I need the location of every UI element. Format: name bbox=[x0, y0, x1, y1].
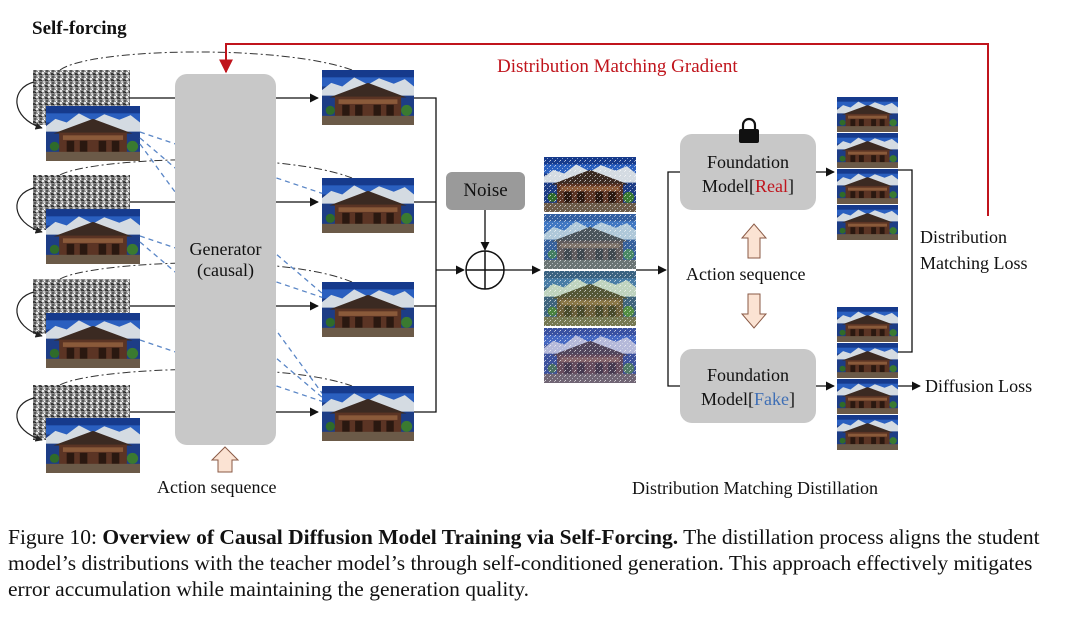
foundation-real-prefix: Model[ bbox=[702, 176, 755, 196]
dm-loss-line1: Distribution bbox=[920, 227, 1008, 247]
diffusion-loss-label: Diffusion Loss bbox=[925, 376, 1033, 396]
foundation-real-line1: Foundation bbox=[706, 152, 789, 172]
image-frame bbox=[46, 209, 140, 264]
diagram bbox=[16, 43, 989, 520]
generated-frame bbox=[322, 178, 414, 233]
generator-label: Generator (causal) bbox=[175, 239, 276, 281]
foundation-real-label: Foundation Model[Real] bbox=[680, 150, 816, 198]
foundation-fake-label: Foundation Model[Fake] bbox=[680, 363, 816, 411]
generator-label-line2: (causal) bbox=[197, 260, 254, 280]
fake-output-frames bbox=[837, 307, 898, 450]
double-arrow-icon bbox=[740, 223, 768, 259]
action-sequence-left: Action sequence bbox=[157, 477, 277, 497]
image-frame bbox=[46, 418, 140, 473]
foundation-fake-line1: Foundation bbox=[706, 365, 789, 385]
foundation-fake-box bbox=[680, 349, 816, 423]
foundation-fake-word: Fake bbox=[754, 389, 789, 409]
noisy-frames bbox=[544, 157, 636, 383]
caption-text: The distillation process aligns the stud… bbox=[8, 525, 1040, 601]
generated-frame bbox=[322, 70, 414, 125]
caption-prefix: Figure 10: bbox=[8, 525, 103, 549]
foundation-fake-suffix: ] bbox=[789, 389, 795, 409]
merge-lines bbox=[414, 97, 465, 413]
image-frame bbox=[46, 313, 140, 368]
dmd-label: Distribution Matching Distillation bbox=[632, 478, 878, 498]
foundation-real-suffix: ] bbox=[788, 176, 794, 196]
input-pairs bbox=[33, 70, 140, 473]
generated-frame bbox=[322, 282, 414, 337]
sum-circle-icon bbox=[465, 250, 505, 290]
generator-box bbox=[175, 74, 276, 445]
lock-icon bbox=[739, 117, 759, 143]
foundation-real-box bbox=[680, 134, 816, 210]
loop-arrows bbox=[16, 81, 43, 442]
figure-caption: Figure 10: Overview of Causal Diffusion … bbox=[8, 524, 1066, 602]
action-sequence-right: Action sequence bbox=[686, 264, 806, 284]
real-output-frames bbox=[837, 97, 898, 240]
dm-loss-line2: Matching Loss bbox=[920, 253, 1028, 273]
section-title: Self-forcing bbox=[32, 18, 127, 39]
dm-loss-label: Distribution Matching Loss bbox=[920, 224, 1028, 276]
foundation-fake-prefix: Model[ bbox=[701, 389, 754, 409]
generated-frames bbox=[322, 70, 414, 441]
caption-bold: Overview of Causal Diffusion Model Train… bbox=[102, 525, 679, 549]
up-arrow-icon bbox=[210, 446, 240, 473]
noise-label: Noise bbox=[463, 180, 508, 201]
image-frame bbox=[46, 106, 140, 161]
generated-frame bbox=[322, 386, 414, 441]
gradient-line bbox=[219, 43, 989, 216]
noise-box bbox=[446, 172, 525, 210]
generator-label-line1: Generator bbox=[189, 239, 262, 259]
dm-gradient-label: Distribution Matching Gradient bbox=[497, 56, 738, 77]
foundation-real-word: Real bbox=[755, 176, 788, 196]
